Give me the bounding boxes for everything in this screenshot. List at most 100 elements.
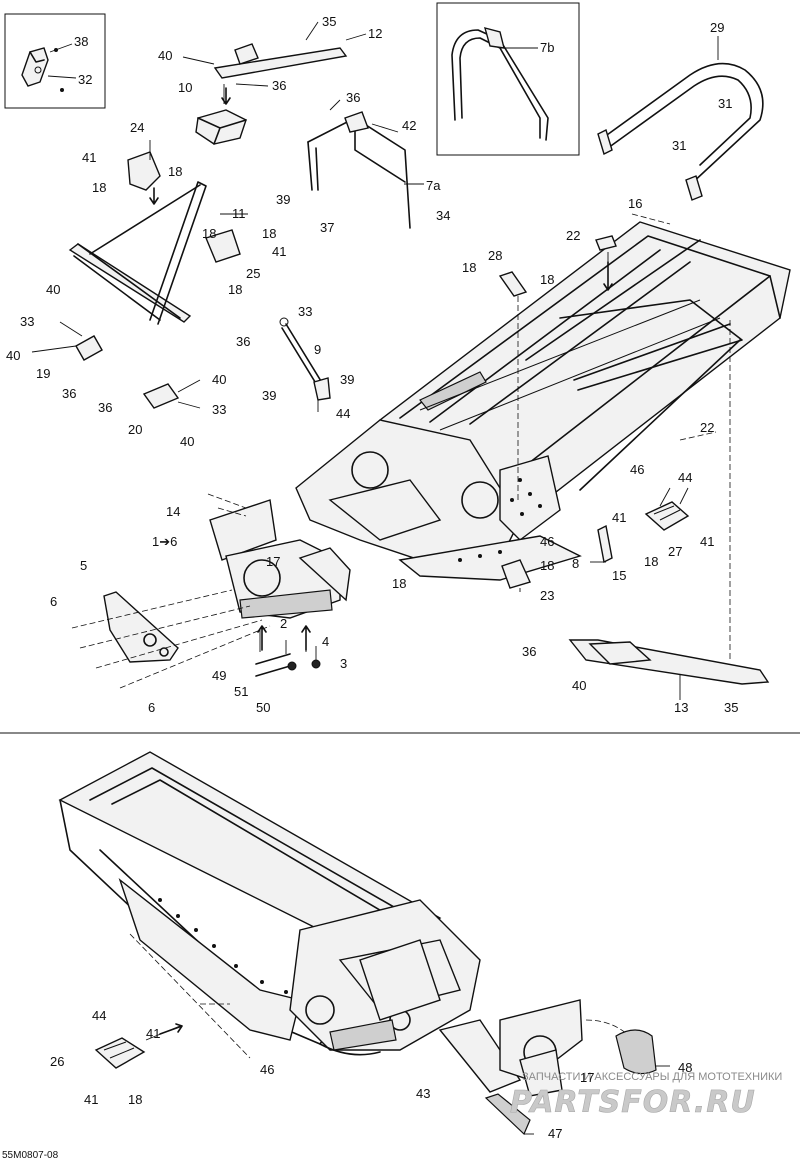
bumper-29-drawing bbox=[597, 36, 764, 201]
callout-44: 44 bbox=[336, 406, 350, 421]
callout-4: 4 bbox=[322, 634, 329, 649]
callout-41: 41 bbox=[84, 1092, 98, 1107]
bar-12-drawing bbox=[182, 21, 367, 104]
callout-17: 17 bbox=[266, 554, 280, 569]
callout-10: 10 bbox=[178, 80, 192, 95]
callout-40: 40 bbox=[212, 372, 226, 387]
tunnel-frame-lower bbox=[58, 751, 641, 1097]
block-10-drawing bbox=[195, 109, 247, 145]
callout-16: 16 bbox=[628, 196, 642, 211]
callout-32: 32 bbox=[78, 72, 92, 87]
callout-29: 29 bbox=[710, 20, 724, 35]
callout-18: 18 bbox=[644, 554, 658, 569]
callout-35: 35 bbox=[322, 14, 336, 29]
callout-41: 41 bbox=[82, 150, 96, 165]
bolts-2-4-drawing bbox=[255, 630, 321, 677]
a-frame-11-drawing bbox=[68, 140, 248, 325]
callout-6: 6 bbox=[50, 594, 57, 609]
arrows bbox=[149, 87, 613, 1035]
callout-27: 27 bbox=[668, 544, 682, 559]
callout-18: 18 bbox=[262, 226, 276, 241]
clip-28-drawing bbox=[498, 213, 717, 500]
callout-40: 40 bbox=[180, 434, 194, 449]
callout-47: 47 bbox=[548, 1126, 562, 1141]
rod-9-drawing bbox=[279, 317, 331, 412]
callout-18: 18 bbox=[540, 272, 554, 287]
step-27-drawing bbox=[644, 487, 690, 531]
callout-36: 36 bbox=[522, 644, 536, 659]
callout-36: 36 bbox=[236, 334, 250, 349]
callout-36: 36 bbox=[346, 90, 360, 105]
callout-37: 37 bbox=[320, 220, 334, 235]
callout-26: 26 bbox=[50, 1054, 64, 1069]
callout-25: 25 bbox=[246, 266, 260, 281]
callout-5: 5 bbox=[80, 558, 87, 573]
bumper-7b-drawing bbox=[451, 27, 549, 141]
callout-34: 34 bbox=[436, 208, 450, 223]
callout-18: 18 bbox=[128, 1092, 142, 1107]
callout-33: 33 bbox=[20, 314, 34, 329]
step-26-drawing bbox=[94, 1025, 181, 1069]
callout-39: 39 bbox=[340, 372, 354, 387]
callout-36: 36 bbox=[62, 386, 76, 401]
callout-41: 41 bbox=[700, 534, 714, 549]
callout-18: 18 bbox=[202, 226, 216, 241]
bracket-23-drawing bbox=[501, 559, 531, 592]
watermark: ЗАПЧАСТИ И АКСЕССУАРЫ ДЛЯ МОТОТЕХНИКИ PA… bbox=[510, 1071, 783, 1120]
callout-49: 49 bbox=[212, 668, 226, 683]
callout-18: 18 bbox=[392, 576, 406, 591]
tunnel-frame-upper bbox=[295, 221, 791, 581]
callout-28: 28 bbox=[488, 248, 502, 263]
callout-9: 9 bbox=[314, 342, 321, 357]
watermark-tagline: ЗАПЧАСТИ И АКСЕССУАРЫ ДЛЯ МОТОТЕХНИКИ bbox=[522, 1071, 782, 1083]
callout-22: 22 bbox=[566, 228, 580, 243]
callout-41: 41 bbox=[146, 1026, 160, 1041]
inset-box-small bbox=[4, 13, 106, 109]
watermark-logo: PARTSFOR.RU bbox=[510, 1085, 756, 1120]
support-7a-drawing bbox=[307, 99, 424, 229]
callouts: 38 32 35 12 40 36 10 7b 29 31 31 24 41 1… bbox=[6, 14, 738, 1141]
callout-46: 46 bbox=[630, 462, 644, 477]
lower-frame-holes bbox=[158, 898, 288, 994]
callout-48: 48 bbox=[678, 1060, 692, 1075]
callout-35: 35 bbox=[724, 700, 738, 715]
callout-18: 18 bbox=[540, 558, 554, 573]
callout-39: 39 bbox=[262, 388, 276, 403]
callout-12: 12 bbox=[368, 26, 382, 41]
figure-code: 55M0807-08 bbox=[2, 1150, 59, 1161]
callout-7b: 7b bbox=[540, 40, 554, 55]
callout-44: 44 bbox=[678, 470, 692, 485]
callout-50: 50 bbox=[256, 700, 270, 715]
cover-47-drawing bbox=[484, 1093, 534, 1136]
callout-3: 3 bbox=[340, 656, 347, 671]
callout-8: 8 bbox=[572, 556, 579, 571]
callout-41: 41 bbox=[612, 510, 626, 525]
callout-40: 40 bbox=[46, 282, 60, 297]
callout-46: 46 bbox=[540, 534, 554, 549]
bracket-19-drawing bbox=[31, 321, 103, 361]
callout-33: 33 bbox=[212, 402, 226, 417]
callout-44: 44 bbox=[92, 1008, 106, 1023]
callout-15: 15 bbox=[612, 568, 626, 583]
callout-18: 18 bbox=[462, 260, 476, 275]
callout-2: 2 bbox=[280, 616, 287, 631]
front-module-drawing bbox=[71, 493, 351, 689]
callout-40: 40 bbox=[572, 678, 586, 693]
callout-36: 36 bbox=[272, 78, 286, 93]
callout-1-to-6: 1➔6 bbox=[152, 534, 177, 549]
inset-box-7b bbox=[436, 2, 580, 156]
frame-holes bbox=[458, 478, 542, 562]
callout-39: 39 bbox=[276, 192, 290, 207]
callout-18: 18 bbox=[92, 180, 106, 195]
callout-7a: 7a bbox=[426, 178, 441, 193]
callout-51: 51 bbox=[234, 684, 248, 699]
callout-18: 18 bbox=[228, 282, 242, 297]
callout-36: 36 bbox=[98, 400, 112, 415]
callout-6: 6 bbox=[148, 700, 155, 715]
callout-18: 18 bbox=[168, 164, 182, 179]
bracket-20-drawing bbox=[142, 379, 201, 409]
callout-14: 14 bbox=[166, 504, 180, 519]
callout-38: 38 bbox=[74, 34, 88, 49]
callout-40: 40 bbox=[158, 48, 172, 63]
